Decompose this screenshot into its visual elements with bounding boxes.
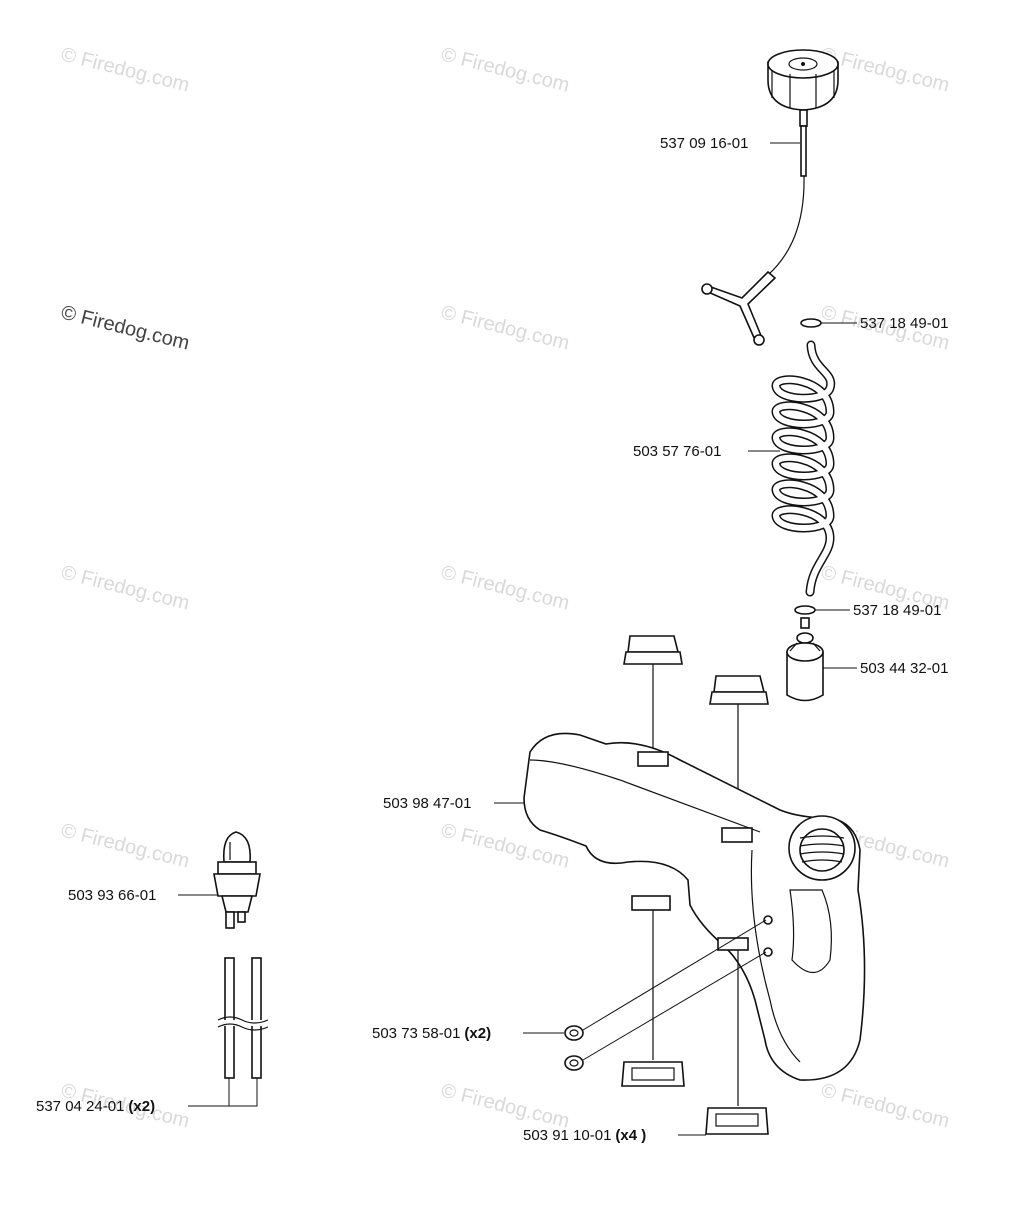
watermark: © Firedog.com (59, 562, 192, 615)
fuel-filter-drawing (786, 617, 824, 702)
callout-503-93-66-01: 503 93 66-01 (68, 887, 218, 904)
o-ring-lower-drawing (794, 605, 816, 615)
part-number-label: 503 98 47-01 (383, 795, 471, 812)
callout-537-09-16-01: 537 09 16-01 (660, 135, 800, 152)
callout-503-44-32-01: 503 44 32-01 (823, 660, 948, 677)
grommet-upper-drawing (564, 919, 767, 1041)
part-number-label: 537 04 24-01(x2) (36, 1098, 155, 1115)
part-number-label: 503 91 10-01(x4 ) (523, 1127, 646, 1144)
callout-503-57-76-01: 503 57 76-01 (633, 443, 780, 460)
part-number-label: 537 18 49-01 (860, 315, 948, 332)
part-number-label: 503 93 66-01 (68, 887, 156, 904)
primer-bulb-drawing (213, 831, 261, 929)
part-number-label: 537 18 49-01 (853, 602, 941, 619)
callout-537-04-24-01: 537 04 24-01(x2) (36, 1098, 229, 1115)
fuel-lines-drawing (217, 957, 269, 1107)
fuel-tank-drawing (523, 732, 866, 1081)
tank-pad-bottom-left-drawing (621, 910, 685, 1087)
callout-537-18-49-01-lower: 537 18 49-01 (815, 602, 941, 619)
part-number-label: 503 73 58-01(x2) (372, 1025, 491, 1042)
watermark: © Firedog.com (819, 1080, 952, 1133)
grommet-lower-drawing (564, 951, 767, 1071)
watermark: © Firedog.com (439, 562, 572, 615)
callout-503-73-58-01: 503 73 58-01(x2) (372, 1025, 564, 1042)
tank-pad-bottom-right-drawing (705, 950, 769, 1135)
fuel-hose-coil-drawing (771, 340, 836, 597)
watermark: © Firedog.com (59, 302, 192, 355)
watermark: © Firedog.com (439, 44, 572, 97)
callout-503-98-47-01: 503 98 47-01 (383, 795, 525, 812)
watermark: © Firedog.com (59, 820, 192, 873)
callout-537-18-49-01-upper: 537 18 49-01 (821, 315, 948, 332)
fuel-cap-drawing (701, 49, 839, 346)
watermark: © Firedog.com (439, 302, 572, 355)
part-number-label: 503 44 32-01 (860, 660, 948, 677)
callout-503-91-10-01: 503 91 10-01(x4 ) (523, 1127, 706, 1144)
tank-pad-top-left-drawing (623, 635, 683, 760)
watermark: © Firedog.com (439, 1080, 572, 1133)
part-number-label: 503 57 76-01 (633, 443, 721, 460)
part-number-label: 537 09 16-01 (660, 135, 748, 152)
watermark: © Firedog.com (59, 44, 192, 97)
o-ring-upper-drawing (800, 318, 822, 328)
